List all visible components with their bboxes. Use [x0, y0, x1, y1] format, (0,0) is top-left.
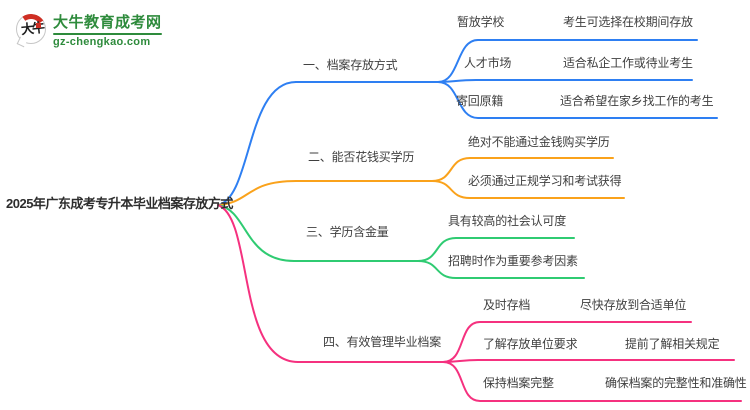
branch3-child1-label: 具有较高的社会认可度 — [448, 214, 567, 228]
site-url: gz-chengkao.com — [53, 36, 151, 48]
site-logo[interactable]: 大牛 大牛教育成考网 gz-chengkao.com — [13, 11, 162, 48]
branch1-child1-leaf: 考生可选择在校期间存放 — [563, 15, 693, 29]
branch4-child3-label: 保持档案完整 — [483, 376, 554, 390]
branch1-child2-label: 人才市场 — [464, 56, 512, 70]
branch1-label: 一、档案存放方式 — [303, 58, 398, 72]
branch3-label: 三、学历含金量 — [306, 225, 389, 239]
logo-badge-text: 大牛 — [20, 19, 44, 38]
branch4-child1-leaf: 尽快存放到合适单位 — [580, 298, 687, 312]
branch1-lines — [217, 39, 718, 206]
branch4-child2-leaf: 提前了解相关规定 — [625, 337, 720, 351]
branch1-child2-leaf: 适合私企工作或待业考生 — [563, 56, 693, 70]
branch1-child3-label: 寄回原籍 — [456, 94, 504, 108]
branch2-child1-label: 绝对不能通过金钱购买学历 — [468, 135, 610, 149]
branch4-child2-label: 了解存放单位要求 — [483, 337, 578, 351]
branch4-lines — [217, 204, 742, 402]
logo-divider — [53, 33, 162, 35]
branch4-label: 四、有效管理毕业档案 — [323, 335, 442, 349]
branch4-child3-leaf: 确保档案的完整性和准确性 — [605, 376, 747, 390]
branch3-child2-label: 招聘时作为重要参考因素 — [448, 254, 578, 268]
branch2-label: 二、能否花钱买学历 — [308, 150, 415, 164]
branch4-child1-label: 及时存档 — [483, 298, 531, 312]
branch2-lines — [217, 157, 625, 206]
logo-seal-icon — [36, 23, 41, 28]
mindmap-root: 2025年广东成考专升本毕业档案存放方式 — [6, 196, 233, 211]
site-title: 大牛教育成考网 — [53, 14, 162, 31]
logo-badge-icon: 大牛 — [13, 11, 49, 48]
branch1-child3-leaf: 适合希望在家乡找工作的考生 — [560, 94, 714, 108]
branch1-child1-label: 暂放学校 — [457, 15, 505, 29]
branch2-child2-label: 必须通过正规学习和考试获得 — [468, 174, 622, 188]
branch3-lines — [217, 204, 585, 279]
